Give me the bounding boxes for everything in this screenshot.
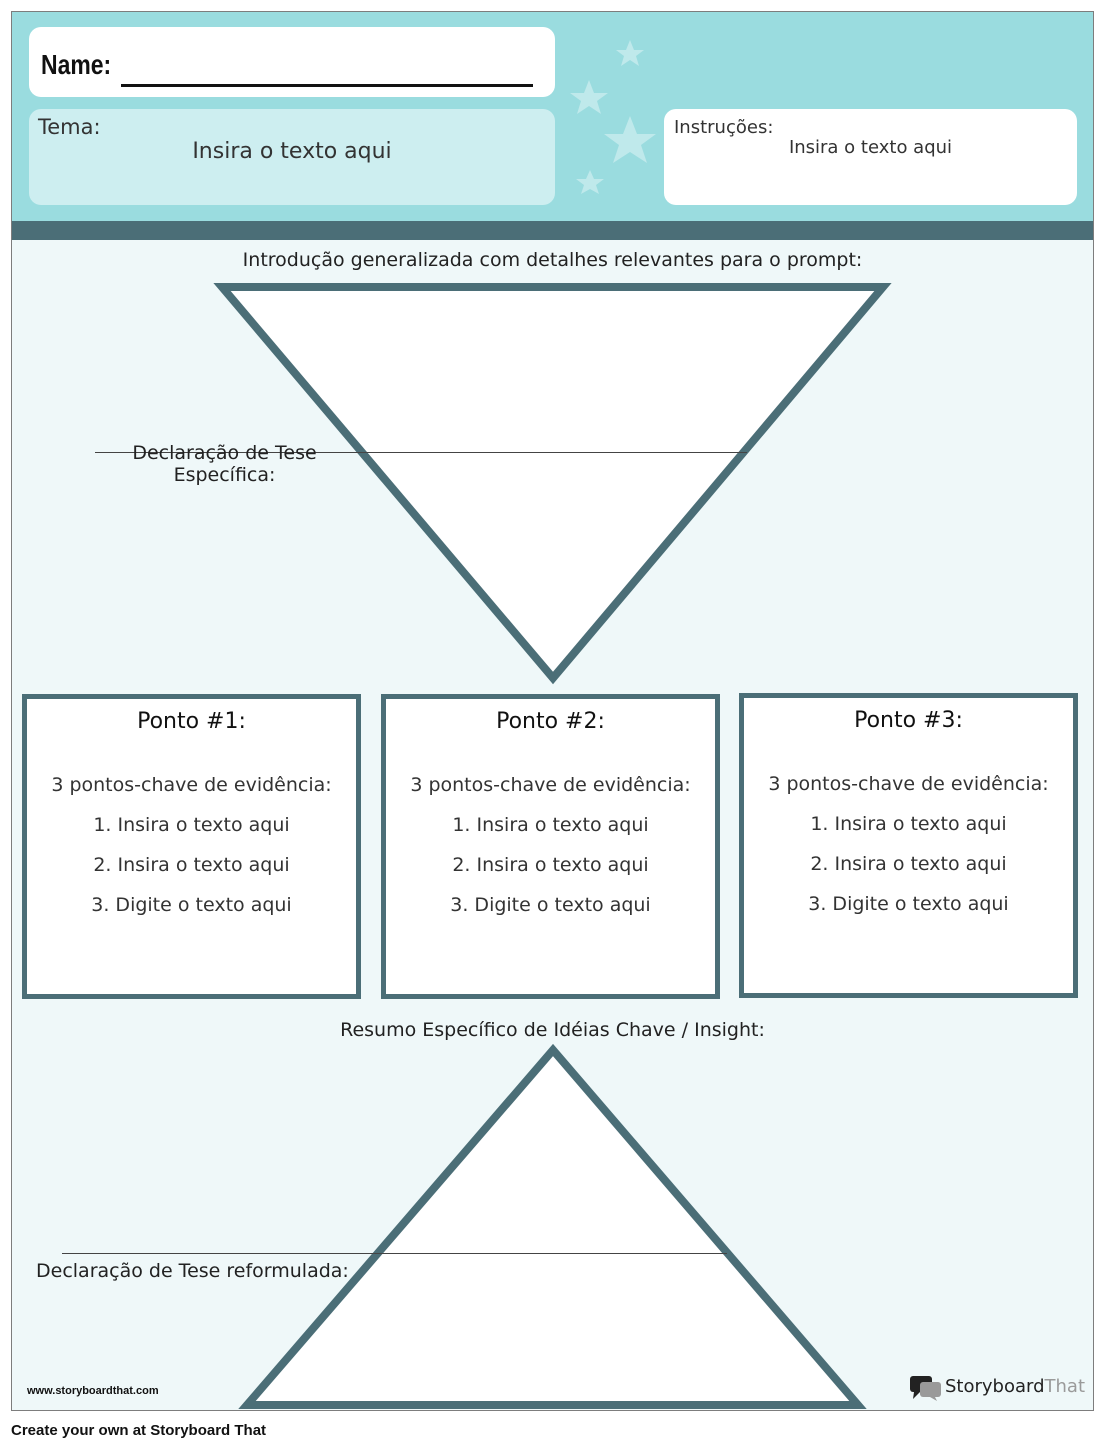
star-icon <box>570 80 608 114</box>
name-box[interactable]: Name: <box>29 27 555 97</box>
instructions-text[interactable]: Insira o texto aqui <box>788 137 953 158</box>
star-icon <box>576 170 604 194</box>
point-item[interactable]: 1. Insira o texto aqui <box>452 814 649 836</box>
header-band <box>12 221 1093 240</box>
intro-label: Introdução generalizada com detalhes rel… <box>242 249 863 271</box>
worksheet: Name: Tema: Insira o texto aqui Instruçõ… <box>11 11 1094 1411</box>
header: Name: Tema: Insira o texto aqui Instruçõ… <box>12 12 1093 221</box>
storyboardthat-logo[interactable]: StoryboardThat <box>909 1374 1085 1406</box>
thesis-label-line2: Específica: <box>173 464 276 486</box>
instructions-box[interactable]: Instruções: Insira o texto aqui <box>664 109 1077 205</box>
restated-thesis-line <box>62 1253 727 1254</box>
tema-box[interactable]: Tema: Insira o texto aqui <box>29 109 555 205</box>
instructions-label: Instruções: <box>674 117 774 138</box>
tema-text[interactable]: Insira o texto aqui <box>192 139 392 164</box>
name-line <box>121 84 533 87</box>
point-title: Ponto #2: <box>496 709 605 734</box>
point-box-2[interactable]: Ponto #2: 3 pontos-chave de evidência: 1… <box>381 694 720 999</box>
point-item[interactable]: 3. Digite o texto aqui <box>450 894 651 916</box>
logo-text-that: That <box>1044 1376 1086 1397</box>
tema-label: Tema: <box>38 115 101 139</box>
point-item[interactable]: 1. Insira o texto aqui <box>93 814 290 836</box>
thesis-label: Declaração de Tese Específica: <box>112 442 337 486</box>
thesis-label-line1: Declaração de Tese <box>132 442 317 464</box>
point-subtitle: 3 pontos-chave de evidência: <box>51 774 332 796</box>
name-label: Name: <box>41 49 112 80</box>
point-title: Ponto #3: <box>854 708 963 733</box>
star-icon <box>604 116 656 163</box>
stars-decoration <box>570 40 656 194</box>
footer-caption[interactable]: Create your own at Storyboard That <box>11 1422 267 1439</box>
logo-text-storyboard: Storyboard <box>945 1376 1045 1397</box>
point-item[interactable]: 2. Insira o texto aqui <box>452 854 649 876</box>
storyboardthat-logo-icon <box>910 1376 941 1401</box>
point-item[interactable]: 3. Digite o texto aqui <box>808 893 1009 915</box>
summary-label: Resumo Específico de Idéias Chave / Insi… <box>340 1019 765 1041</box>
point-subtitle: 3 pontos-chave de evidência: <box>410 774 691 796</box>
summary-pyramid-triangle <box>238 1043 867 1409</box>
point-item[interactable]: 3. Digite o texto aqui <box>91 894 292 916</box>
point-item[interactable]: 1. Insira o texto aqui <box>810 813 1007 835</box>
point-item[interactable]: 2. Insira o texto aqui <box>810 853 1007 875</box>
intro-funnel-triangle <box>213 283 892 685</box>
footer-url[interactable]: www.storyboardthat.com <box>27 1385 159 1397</box>
thesis-line <box>95 452 747 453</box>
logo-text: StoryboardThat <box>945 1376 1085 1397</box>
restated-thesis-label: Declaração de Tese reformulada: <box>36 1260 349 1282</box>
point-item[interactable]: 2. Insira o texto aqui <box>93 854 290 876</box>
point-box-3[interactable]: Ponto #3: 3 pontos-chave de evidência: 1… <box>739 693 1078 998</box>
star-icon <box>616 40 644 66</box>
point-subtitle: 3 pontos-chave de evidência: <box>768 773 1049 795</box>
point-title: Ponto #1: <box>137 709 246 734</box>
diagram-shapes <box>213 283 892 1409</box>
point-box-1[interactable]: Ponto #1: 3 pontos-chave de evidência: 1… <box>22 694 361 999</box>
